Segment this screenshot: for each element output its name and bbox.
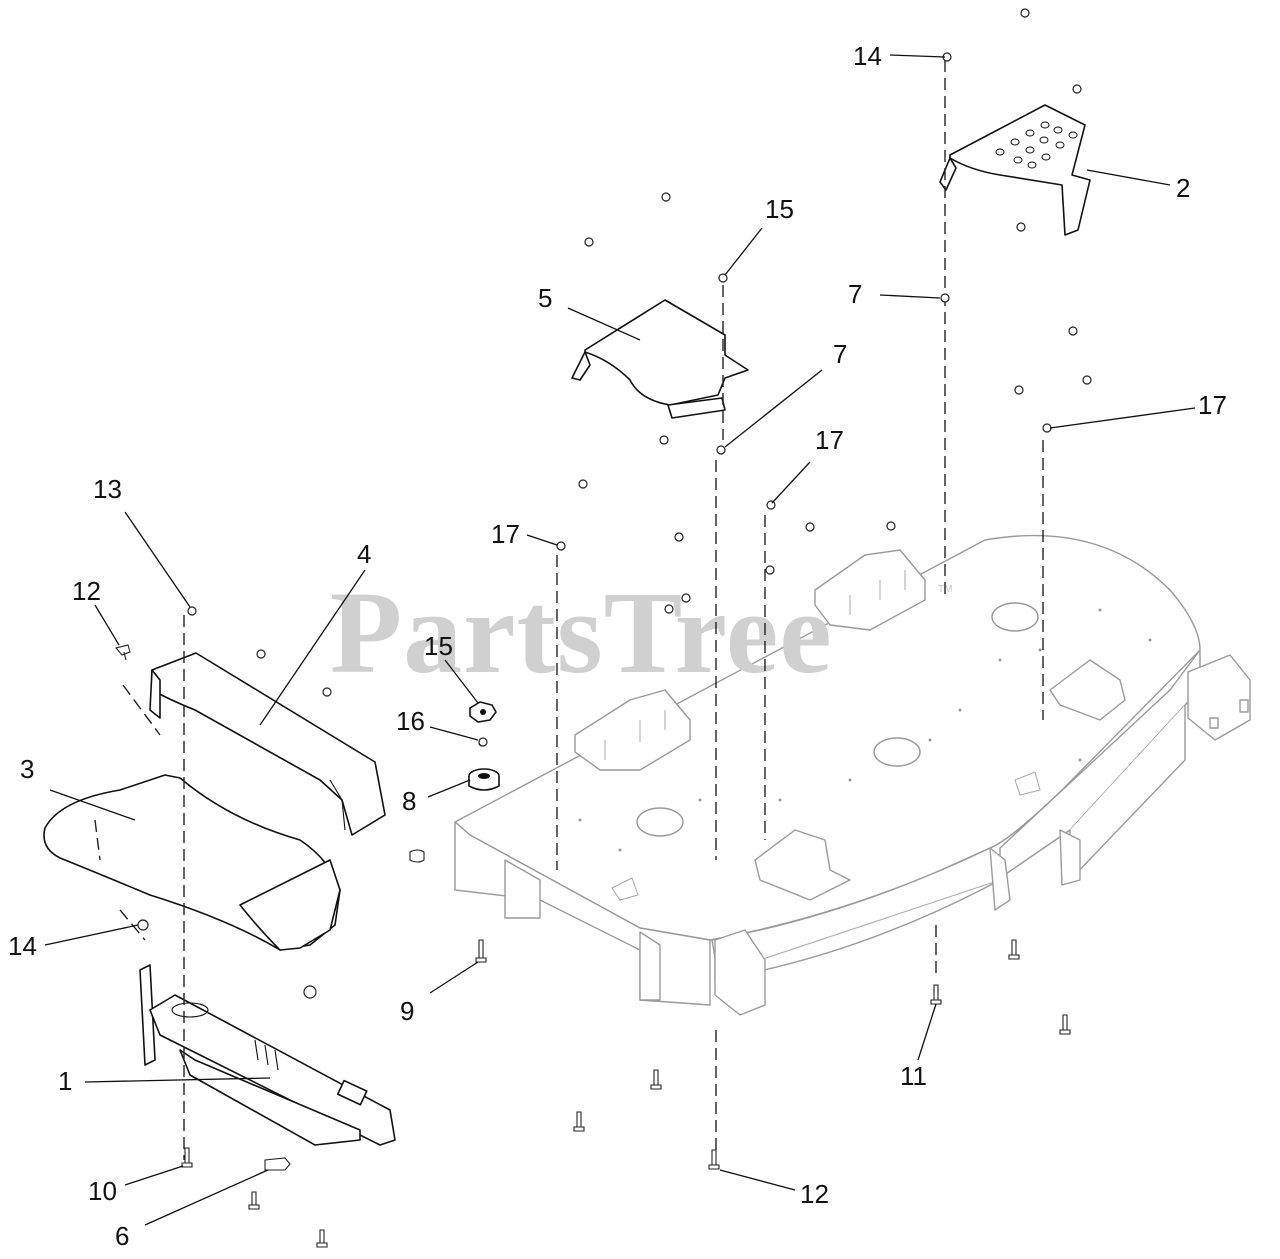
callout-labels: 2 14 15 5 7 7 17 17 17 13 4 12 15 16 3 8… bbox=[8, 41, 1227, 1251]
callout-5: 5 bbox=[538, 283, 552, 313]
callout-11: 12 bbox=[72, 576, 101, 606]
callout-14: 15 bbox=[765, 194, 794, 224]
callout-17: 17 bbox=[815, 425, 844, 455]
callout-17: 17 bbox=[491, 519, 520, 549]
callout-3: 3 bbox=[20, 754, 34, 784]
callout-6: 6 bbox=[115, 1221, 129, 1251]
hardware-nuts bbox=[137, 8, 1092, 999]
part-16-washer bbox=[478, 737, 488, 747]
callout-13: 13 bbox=[93, 474, 122, 504]
assembly-lines bbox=[94, 60, 1044, 1160]
part-1-bracket bbox=[139, 964, 396, 1146]
callout-14: 14 bbox=[853, 41, 882, 71]
callout-4: 4 bbox=[357, 539, 371, 569]
part-3-chute bbox=[43, 774, 341, 951]
part-8-bushing bbox=[468, 768, 500, 791]
callout-12: 11 bbox=[900, 1061, 927, 1091]
part-2-shield bbox=[939, 104, 1091, 236]
callout-8: 8 bbox=[402, 786, 416, 816]
leader-lines bbox=[44, 54, 1196, 1226]
callout-1: 1 bbox=[58, 1066, 72, 1096]
callout-7: 7 bbox=[833, 339, 847, 369]
callout-9: 9 bbox=[400, 996, 414, 1026]
part-4-shield bbox=[149, 652, 386, 836]
callout-12: 12 bbox=[800, 1179, 829, 1209]
mower-deck bbox=[454, 534, 1251, 1016]
callout-7: 7 bbox=[848, 279, 862, 309]
callout-13: 14 bbox=[8, 931, 37, 961]
callout-2: 2 bbox=[1176, 173, 1190, 203]
part-5-shield bbox=[571, 299, 749, 419]
callout-17: 17 bbox=[1198, 390, 1227, 420]
watermark: PartsTree bbox=[330, 567, 833, 698]
callout-15: 15 bbox=[424, 631, 453, 661]
callout-16: 16 bbox=[396, 706, 425, 736]
part-15-knob bbox=[469, 701, 497, 723]
callout-10: 10 bbox=[88, 1176, 117, 1206]
